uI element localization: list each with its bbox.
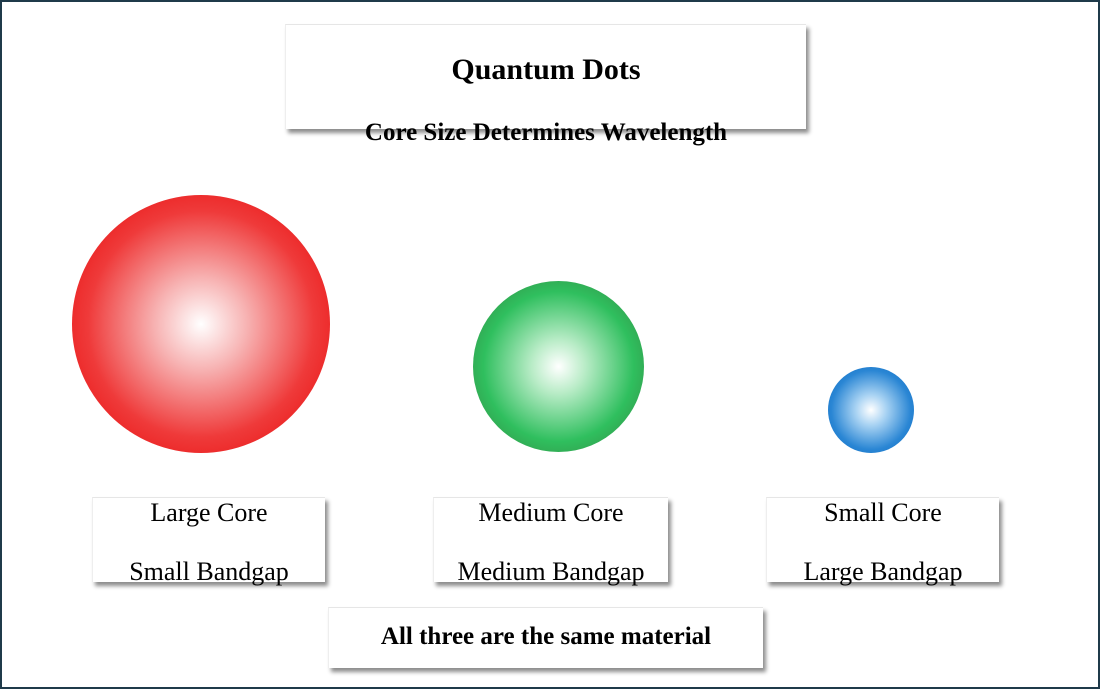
footer-box: All three are the same material [328,607,763,668]
small-bandgap-label: Small Bandgap [129,557,289,586]
small-core-label: Small Core [824,498,942,527]
large-core-label: Large Core [150,498,268,527]
small-dot-label-box: Small Core Large Bandgap [766,497,999,586]
medium-dot-label-box: Medium Core Medium Bandgap [433,497,668,586]
title-box: Quantum Dots Core Size Determines Wavele… [285,24,806,146]
large-dot-label-box: Large Core Small Bandgap [92,497,325,586]
medium-quantum-dot [473,281,644,452]
small-quantum-dot [828,367,914,453]
large-bandgap-label: Large Bandgap [803,557,963,586]
same-material-note: All three are the same material [380,623,712,650]
diagram-subtitle: Core Size Determines Wavelength [364,119,728,146]
diagram-title: Quantum Dots [451,53,641,86]
large-quantum-dot [72,195,330,453]
medium-core-label: Medium Core [478,498,624,527]
medium-bandgap-label: Medium Bandgap [457,557,645,586]
